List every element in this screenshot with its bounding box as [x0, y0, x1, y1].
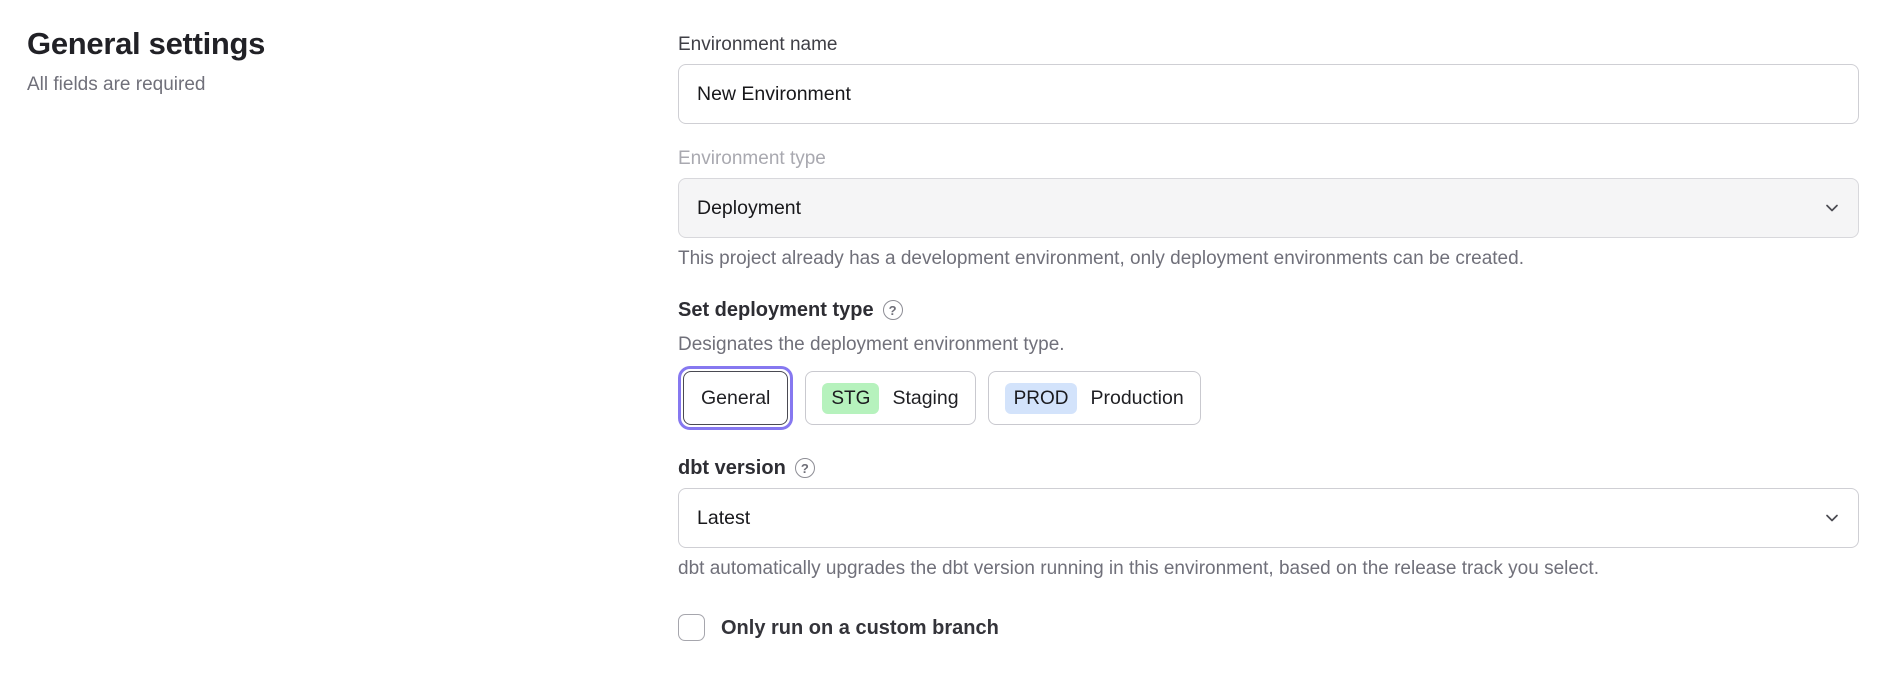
page-title: General settings: [27, 24, 265, 64]
dbt-version-value: Latest: [697, 507, 750, 530]
environment-type-label: Environment type: [678, 148, 1859, 170]
custom-branch-row: Only run on a custom branch: [678, 614, 1859, 641]
deployment-type-option-production[interactable]: PROD Production: [988, 371, 1201, 425]
set-deployment-type-row: Set deployment type ?: [678, 298, 1859, 322]
environment-type-select: Deployment: [678, 178, 1859, 238]
environment-type-helper: This project already has a development e…: [678, 248, 1859, 270]
dbt-version-helper: dbt automatically upgrades the dbt versi…: [678, 558, 1859, 580]
custom-branch-label[interactable]: Only run on a custom branch: [721, 616, 999, 640]
page-subtitle: All fields are required: [27, 73, 265, 97]
dbt-version-row: dbt version ?: [678, 456, 1859, 480]
staging-option-label: Staging: [892, 387, 958, 410]
dbt-version-select[interactable]: Latest: [678, 488, 1859, 548]
custom-branch-checkbox[interactable]: [678, 614, 705, 641]
question-circle-icon[interactable]: ?: [883, 300, 903, 320]
settings-header: General settings All fields are required: [27, 24, 265, 97]
environment-name-input[interactable]: [678, 64, 1859, 124]
selected-option-ring: General: [678, 366, 793, 430]
question-circle-icon[interactable]: ?: [795, 458, 815, 478]
stg-badge: STG: [822, 383, 879, 414]
chevron-down-icon: [1822, 508, 1842, 528]
dbt-version-label: dbt version: [678, 456, 786, 480]
environment-settings-form: Environment name Environment type Deploy…: [678, 34, 1859, 641]
environment-type-value: Deployment: [697, 197, 801, 220]
production-option-label: Production: [1090, 387, 1183, 410]
deployment-type-option-staging[interactable]: STG Staging: [805, 371, 975, 425]
deployment-type-option-general[interactable]: General: [683, 371, 788, 425]
environment-name-label: Environment name: [678, 34, 1859, 56]
deployment-type-options: General STG Staging PROD Production: [678, 366, 1859, 430]
prod-badge: PROD: [1005, 383, 1078, 414]
set-deployment-type-label: Set deployment type: [678, 298, 874, 322]
deployment-type-description: Designates the deployment environment ty…: [678, 334, 1859, 356]
chevron-down-icon: [1822, 198, 1842, 218]
